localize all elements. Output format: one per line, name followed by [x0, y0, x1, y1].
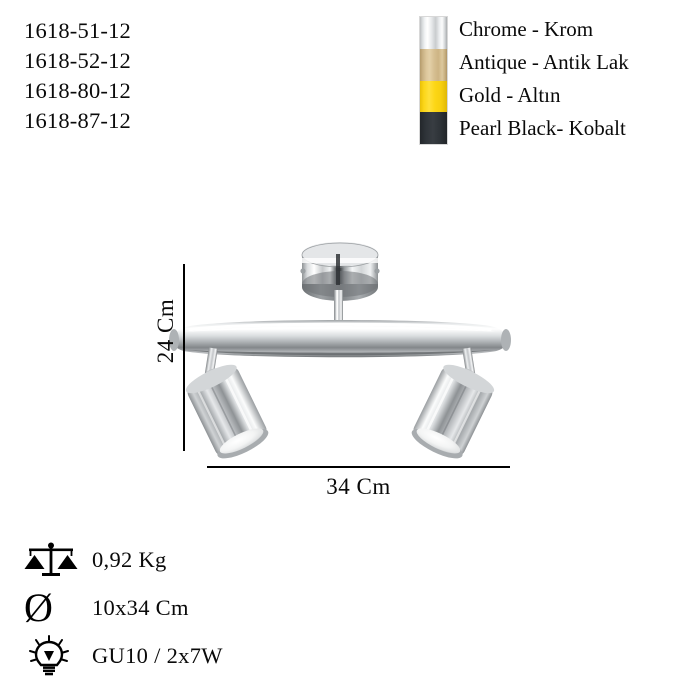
left-head-streak — [208, 381, 239, 442]
left-head-assembly — [185, 347, 269, 459]
spec-row-weight: 0,92 Kg — [22, 536, 352, 584]
bar-under-shadow — [186, 350, 494, 356]
left-head-streak — [222, 374, 255, 435]
product-illustration — [150, 240, 570, 490]
left-head-stem — [204, 347, 218, 375]
width-dimension-label: 34 Cm — [326, 474, 391, 499]
right-head-assembly — [411, 347, 495, 459]
spotlight-bar-drawing — [169, 242, 511, 459]
right-head-lens — [416, 428, 461, 454]
canopy-drop-stem-highlight — [336, 290, 339, 326]
product-code: 1618-80-12 — [24, 78, 131, 103]
finish-label: Chrome - Krom — [459, 17, 594, 41]
weight-value: 0,92 Kg — [92, 547, 167, 572]
canopy-screw-left — [300, 268, 306, 274]
product-code: 1618-51-12 — [24, 18, 131, 43]
specification-list: 0,92 Kg Ø 10x34 Cm — [22, 536, 352, 680]
height-dimension-label: 24 Cm — [153, 298, 178, 364]
finish-swatch-strip — [419, 16, 448, 145]
chrome-swatch — [420, 17, 447, 49]
bar-specular-line — [188, 322, 492, 332]
product-code-list: 1618-51-12 1618-52-12 1618-80-12 1618-87… — [24, 16, 324, 136]
product-code: 1618-87-12 — [24, 108, 131, 133]
spec-row-size: Ø 10x34 Cm — [22, 584, 352, 632]
finish-label: Antique - Antik Lak — [459, 50, 629, 74]
left-head-streak — [195, 387, 227, 448]
gold-swatch — [420, 80, 447, 113]
left-head-top-cap — [185, 364, 237, 394]
canopy-screw-right — [374, 268, 380, 274]
finish-color-legend: Chrome - Krom Antique - Antik Lak Gold -… — [419, 16, 695, 146]
right-head-top-cap — [443, 364, 495, 394]
width-dimension-line — [207, 466, 510, 468]
right-head-stem — [462, 347, 476, 375]
product-code: 1618-52-12 — [24, 48, 131, 73]
size-value: 10x34 Cm — [92, 595, 189, 620]
right-head-streak — [424, 373, 456, 435]
diameter-icon: Ø — [22, 586, 84, 630]
left-head-lens — [219, 428, 264, 454]
bar-end-cap-left — [169, 329, 179, 351]
diameter-glyph: Ø — [24, 585, 53, 630]
light-bulb-icon — [22, 634, 84, 678]
canopy-drop-stem — [334, 290, 343, 326]
finish-label: Gold - Altın — [459, 83, 561, 107]
height-dimension-line — [183, 264, 185, 451]
canopy-reflection-stripe — [336, 254, 340, 285]
pearl-black-swatch — [420, 112, 447, 144]
bar-end-cap-right — [501, 329, 511, 351]
right-head-streak — [438, 380, 470, 441]
lamp-value: GU10 / 2x7W — [92, 643, 223, 668]
bar-top-highlight — [184, 326, 496, 332]
finish-label-list: Chrome - Krom Antique - Antik Lak Gold -… — [459, 13, 629, 145]
spec-row-lamp: GU10 / 2x7W — [22, 632, 352, 680]
finish-label: Pearl Black- Kobalt — [459, 116, 626, 140]
right-head-streak — [451, 386, 483, 448]
balance-scale-icon — [22, 538, 84, 582]
antique-swatch — [420, 48, 447, 81]
